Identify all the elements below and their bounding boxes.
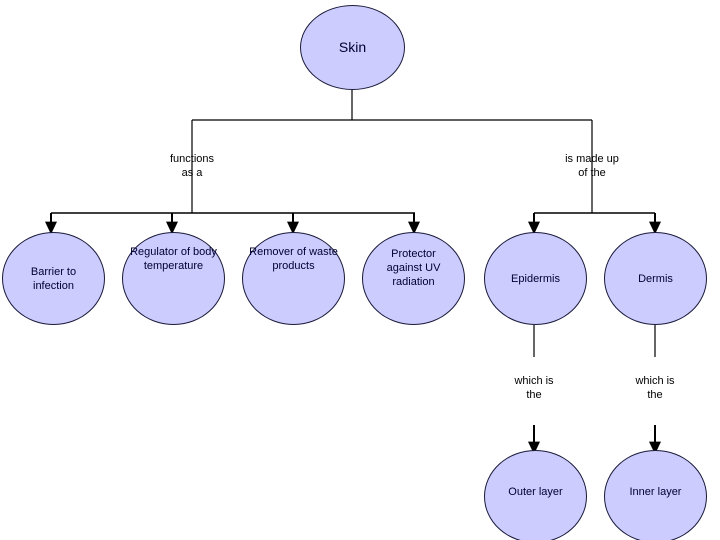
node-remover-of-waste-products[interactable]: Remover of waste products <box>242 232 345 325</box>
node-outer-layer-label: Outer layer <box>508 485 563 498</box>
node-outer-layer[interactable]: Outer layer <box>484 450 587 540</box>
edge-label-is-made-up-of-the: is made up of the <box>532 138 652 180</box>
node-inner-layer-label: Inner layer <box>629 485 682 498</box>
connector-layers-fanout <box>528 212 661 235</box>
node-epidermis[interactable]: Epidermis <box>484 232 587 325</box>
node-dermis[interactable]: Dermis <box>604 232 707 325</box>
node-barrier-to-infection[interactable]: Barrier to infection <box>2 232 105 325</box>
node-skin-label: Skin <box>338 39 367 55</box>
connector-functions-fanout <box>45 212 420 235</box>
edge-label-which-is-the-left: which is the <box>474 360 594 402</box>
edge-label-functions-as-a-text: functions as a <box>169 153 215 179</box>
node-dermis-label: Dermis <box>638 272 673 285</box>
edge-label-functions-as-a: functions as a <box>132 138 252 180</box>
node-barrier-to-infection-label: Barrier to infection <box>30 265 77 292</box>
node-protector-against-uv-radiation[interactable]: Protector against UV radiation <box>362 232 465 325</box>
edge-label-is-made-up-of-the-text: is made up of the <box>565 153 619 179</box>
edge-label-which-is-the-right: which is the <box>595 360 715 402</box>
node-regulator-of-body-temperature-label: Regulator of body temperature <box>130 246 217 272</box>
node-regulator-of-body-temperature[interactable]: Regulator of body temperature <box>122 232 225 325</box>
node-inner-layer[interactable]: Inner layer <box>604 450 707 540</box>
edge-label-which-is-the-right-text: which is the <box>635 375 675 401</box>
edge-label-which-is-the-left-text: which is the <box>514 375 554 401</box>
node-skin[interactable]: Skin <box>300 5 405 90</box>
node-remover-of-waste-products-label: Remover of waste products <box>249 246 338 272</box>
node-epidermis-label: Epidermis <box>511 272 560 285</box>
node-protector-against-uv-radiation-label: Protector against UV radiation <box>386 248 441 288</box>
